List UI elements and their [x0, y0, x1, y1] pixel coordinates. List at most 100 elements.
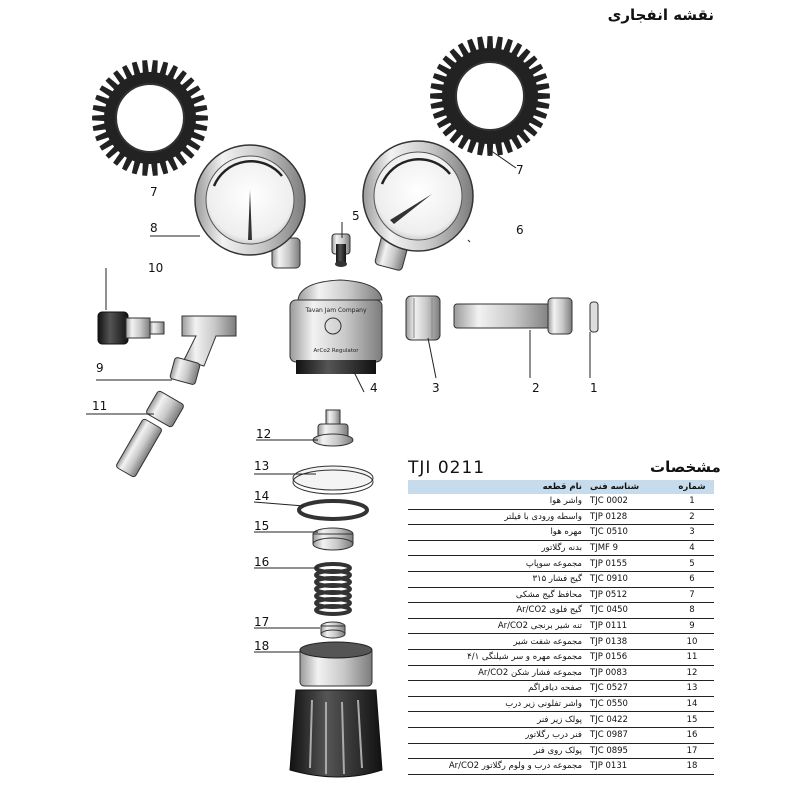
tech-id-cell: TJP 0128 [584, 509, 670, 526]
part-name-cell: واشر هوا [408, 494, 584, 510]
part-number-cell: 1 [670, 494, 714, 510]
leader-line [253, 501, 305, 507]
part-name-cell: مجموعه فشار شکن Ar/CO2 [408, 665, 584, 682]
part-number-cell: 14 [670, 696, 714, 713]
brass-valve-body [169, 315, 237, 385]
tech-id-cell: TJC 0510 [584, 524, 670, 541]
part-number-cell: 9 [670, 618, 714, 635]
tech-id-cell: TJC 0987 [584, 727, 670, 744]
leader-line [489, 149, 517, 169]
tech-id-cell: TJP 0138 [584, 633, 670, 650]
part-number-cell: 6 [670, 571, 714, 588]
tech-id-cell: TJC 0422 [584, 711, 670, 728]
part-number-cell: 4 [670, 540, 714, 557]
callout-number: 9 [96, 361, 104, 375]
part-number-cell: 2 [670, 509, 714, 526]
hose-fitting [116, 390, 184, 478]
air-nut [405, 295, 441, 341]
header-tech-id: شناسه فنی [584, 480, 670, 494]
inlet-connector [453, 297, 573, 335]
callout-number: 15 [254, 519, 269, 533]
part-number-cell: 8 [670, 602, 714, 619]
tech-id-cell: TJC 0895 [584, 743, 670, 760]
gauge-guard-right [430, 36, 550, 156]
tech-id-cell: TJC 0910 [584, 571, 670, 588]
tech-id-cell: TJC 0002 [584, 494, 670, 510]
callout-number: 11 [92, 399, 107, 413]
tech-id-cell: TJC 0450 [584, 602, 670, 619]
callout-number: 2 [532, 381, 540, 395]
part-name-cell: گیج فشار ۳۱۵ [408, 571, 584, 588]
regulator-spring [314, 562, 352, 616]
part-name-cell: محافظ گیج مشکی [408, 587, 584, 604]
part-number-cell: 17 [670, 743, 714, 760]
callout-number: 17 [254, 615, 269, 629]
part-number-cell: 15 [670, 711, 714, 728]
leader-line [427, 337, 437, 379]
part-name-cell: مهره هوا [408, 524, 584, 541]
body-engraving-company: Tavan Jam Company [304, 307, 366, 314]
part-name-cell: صفحه دیافراگم [408, 680, 584, 697]
part-number-cell: 10 [670, 633, 714, 650]
air-washer [589, 301, 599, 333]
part-number-cell: 3 [670, 524, 714, 541]
header-number: شماره [670, 480, 714, 494]
pressure-reducer [312, 409, 354, 447]
header-part-name: نام قطعه [408, 480, 584, 494]
callout-number: 1 [590, 381, 598, 395]
callout-number: 12 [256, 427, 271, 441]
body-engraving-model: ArCo2 Regulator [313, 348, 359, 354]
callout-number: 14 [254, 489, 269, 503]
tech-id-cell: TJC 0527 [584, 680, 670, 697]
tech-id-cell: TJMF 9 [584, 540, 670, 557]
part-number-cell: 13 [670, 680, 714, 697]
teflon-washer [297, 499, 369, 521]
part-name-cell: مجموعه شفت شیر [408, 633, 584, 650]
callout-number: 13 [254, 459, 269, 473]
tech-id-cell: TJP 0131 [584, 758, 670, 775]
part-number-cell: 16 [670, 727, 714, 744]
callout-number: 8 [150, 221, 158, 235]
regulator-cap-knob [289, 641, 383, 778]
leader-line [353, 371, 365, 393]
part-name-cell: مجموعه سوپاپ [408, 555, 584, 572]
lower-spring-disc [312, 527, 354, 551]
part-name-cell: مجموعه درب و ولوم رگلاتور Ar/CO2 [408, 758, 584, 775]
tech-id-cell: TJC 0550 [584, 696, 670, 713]
spec-title: مشخصات [650, 458, 721, 476]
flow-gauge [194, 144, 306, 269]
callout-number: 3 [432, 381, 440, 395]
tech-id-cell: TJP 0512 [584, 587, 670, 604]
callout-number: 4 [370, 381, 378, 395]
page-title: نقشه انفجاری [607, 6, 714, 24]
callout-number: 16 [254, 555, 269, 569]
tech-id-cell: TJP 0083 [584, 665, 670, 682]
tech-id-cell: TJP 0156 [584, 649, 670, 666]
part-name-cell: مجموعه مهره و سر شیلنگی ۴/۱ [408, 649, 584, 666]
part-name-cell: بدنه رگلاتور [408, 540, 584, 557]
gauge-guard-left [92, 60, 208, 176]
callout-number: 7 [516, 163, 524, 177]
valve-assembly [331, 233, 351, 267]
tech-id-cell: TJP 0155 [584, 555, 670, 572]
callout-number: 10 [148, 261, 163, 275]
callout-number: 18 [254, 639, 269, 653]
callout-number: 5 [352, 209, 360, 223]
